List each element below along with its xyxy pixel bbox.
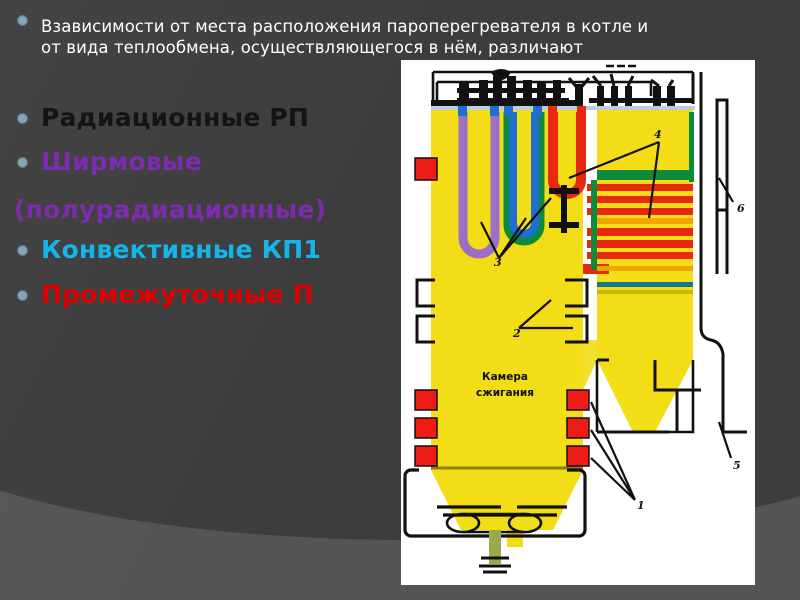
bullet-label-konvektivnye: Конвективные КП1: [41, 235, 321, 264]
header-strip: [431, 106, 695, 110]
callout-label-1: 1: [637, 499, 645, 512]
burners: [414, 157, 590, 467]
lower-right-box: [595, 360, 695, 434]
bullet-item-shirmovye: Ширмовые: [18, 148, 202, 176]
shaft-hopper: [597, 360, 693, 432]
callout-label-3: 3: [494, 256, 502, 269]
intro-text-part1: Взависимости от места расположения пароп…: [41, 17, 649, 36]
callout-label-6: 6: [737, 202, 745, 215]
furnace-hopper: [431, 470, 583, 547]
bullet-label-promezhutochnye: Промежуточные П: [41, 280, 314, 309]
conveyor-wheels: [445, 512, 543, 534]
bullet-dot-icon: [18, 291, 27, 300]
callout-leaders: [480, 140, 734, 501]
bullet-item-promezhutochnye: Промежуточные П: [18, 281, 314, 309]
callout-label-4: 4: [654, 128, 662, 141]
divider-wall: [549, 185, 579, 233]
ash-outlet-flange: [479, 556, 511, 574]
bullet-dot-icon: [18, 158, 27, 167]
gas-duct: [583, 340, 597, 390]
screen-superheater-tubes: [458, 106, 586, 259]
bullet-dot-icon: [18, 246, 27, 255]
ash-outlet: [489, 530, 501, 564]
bullet-dot-icon: [18, 16, 27, 25]
chamber-label-line2: сжигания: [476, 387, 534, 399]
bullet-item-radiacionnye: Радиационные РП: [18, 104, 309, 132]
bullet-dot-icon: [18, 114, 27, 123]
intro-text-part2: от вида теплообмена, осуществляющегося в…: [41, 38, 584, 57]
wall-brackets: [415, 278, 589, 344]
boiler-diagram-image: 3 2 4 6 5 1 Камера сжигания: [401, 60, 755, 585]
callout-label-5: 5: [733, 459, 741, 472]
bullet-item-konvektivnye: Конвективные КП1: [18, 236, 321, 264]
convective-superheater-bank: [583, 112, 694, 294]
right-duct: [597, 72, 747, 434]
header-pipe-cluster: [431, 69, 693, 106]
bullet-label-radiacionnye: Радиационные РП: [41, 103, 310, 132]
boiler-diagram-svg: 3 2 4 6 5 1 Камера сжигания: [401, 60, 755, 585]
bullet-label-shirmovye: Ширмовые: [41, 147, 202, 176]
bullet-label-shirmovye-continuation: (полурадиационные): [14, 195, 327, 224]
bullet-intro-text: Взависимости от места расположения пароп…: [41, 16, 741, 58]
callout-label-2: 2: [512, 327, 521, 340]
bullet-item-intro: Взависимости от места расположения пароп…: [18, 16, 778, 58]
chamber-label-line1: Камера: [482, 371, 528, 383]
